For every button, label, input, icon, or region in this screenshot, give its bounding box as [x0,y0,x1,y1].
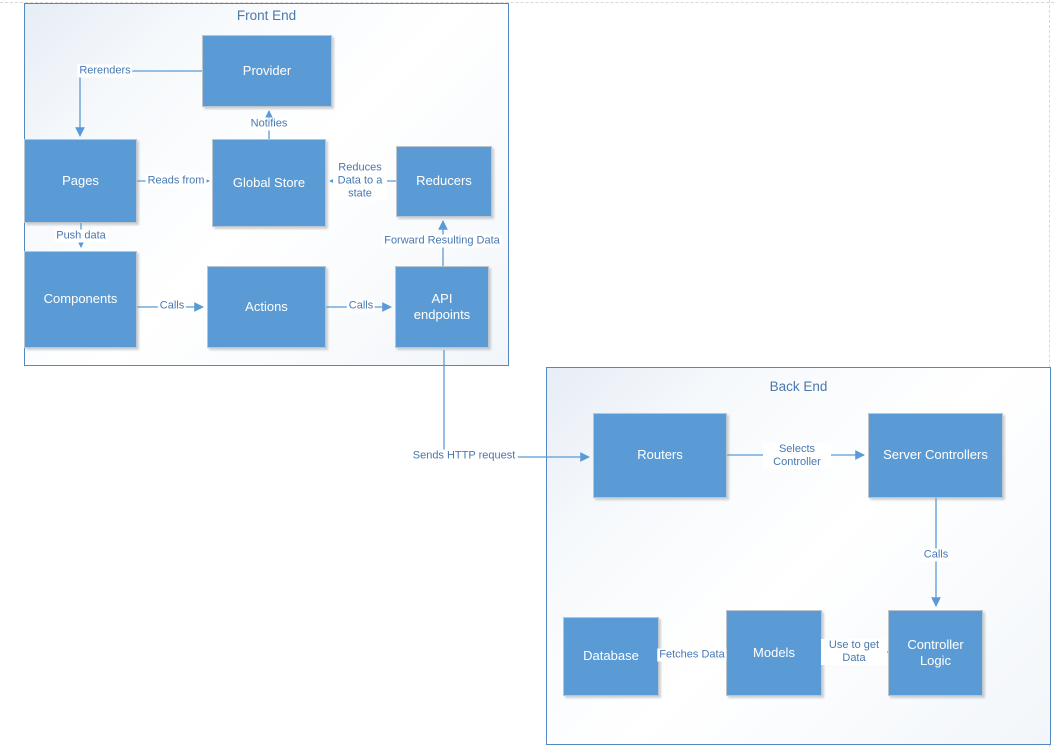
container-title-back-end: Back End [769,379,828,394]
edge-label-calls-actions-api: Calls [346,299,376,313]
edge-label-use-to-get-data: Use to get Data [821,639,887,665]
edge-label-calls-components-actions: Calls [157,299,187,313]
edge-label-calls-controller-logic: Calls [921,548,951,562]
edge-rerenders[interactable] [75,70,202,137]
node-reducers[interactable]: Reducers [396,146,492,217]
node-label-database: Database [583,648,639,664]
node-global-store[interactable]: Global Store [212,139,326,227]
node-label-global-store: Global Store [232,174,306,190]
node-label-api-endpoints: API endpoints [413,290,471,322]
node-provider[interactable]: Provider [202,35,332,107]
edge-label-fetches-data: Fetches Data [657,648,727,662]
edge-label-notifies: Notifies [248,117,290,131]
node-label-pages: Pages [62,172,99,188]
node-label-reducers: Reducers [416,173,472,189]
node-pages[interactable]: Pages [24,139,137,223]
node-label-models: Models [753,644,795,660]
node-controller-logic[interactable]: Controller Logic [888,610,983,696]
node-models[interactable]: Models [726,610,822,696]
node-api-endpoints[interactable]: API endpoints [395,266,489,348]
node-label-provider: Provider [242,62,292,78]
node-label-actions: Actions [245,298,288,314]
edge-label-push-data: Push data [54,229,108,243]
node-components[interactable]: Components [24,251,137,348]
node-server-controllers[interactable]: Server Controllers [868,413,1003,498]
edge-sends-http-request[interactable] [443,350,590,462]
node-label-server-controllers: Server Controllers [883,447,988,463]
node-label-controller-logic: Controller Logic [907,636,964,668]
edge-label-forward-resulting-data: Forward Resulting Data [382,234,502,248]
edge-label-reduces-data-to-a-state: Reduces Data to a state [333,161,387,201]
page-boundary-top [0,2,1054,3]
container-title-front-end: Front End [236,8,297,23]
node-actions[interactable]: Actions [207,266,326,348]
node-routers[interactable]: Routers [593,413,727,498]
edge-label-sends-http-request: Sends HTTP request [410,449,518,463]
node-label-components: Components [43,291,118,307]
edge-label-rerenders: Rerenders [77,64,133,78]
node-database[interactable]: Database [563,617,659,696]
node-label-routers: Routers [637,447,683,463]
edge-label-reads-from: Reads from [145,174,207,188]
edge-label-selects-controller: Selects Controller [763,443,831,469]
